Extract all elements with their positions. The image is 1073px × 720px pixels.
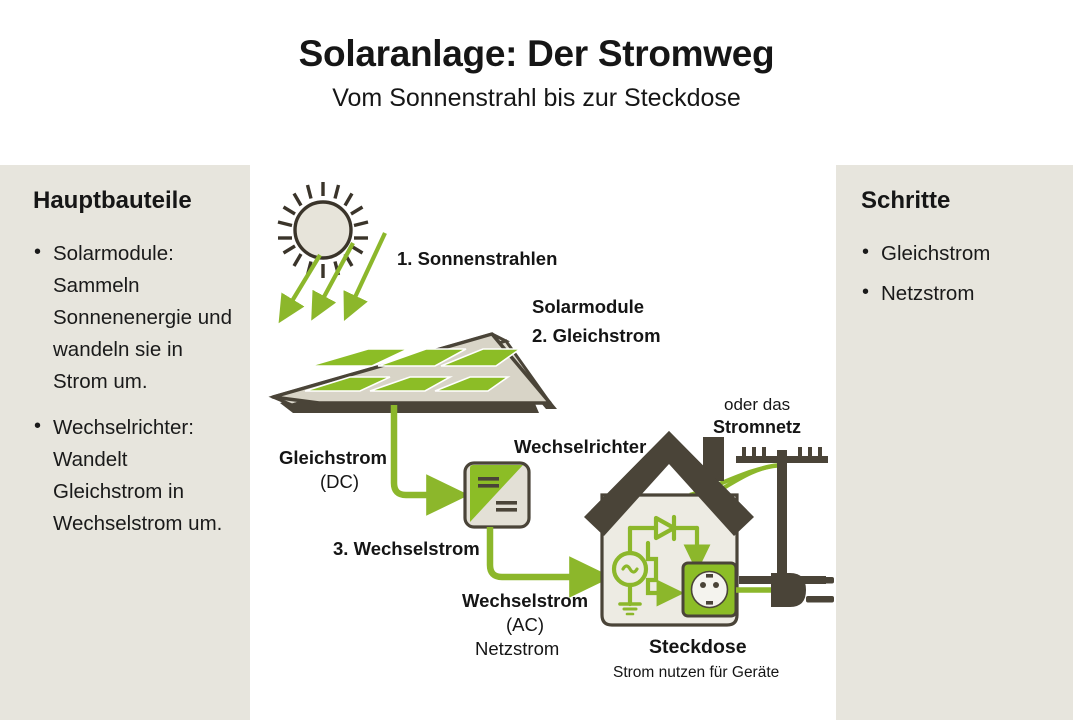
label-wechselstrom-ac: Wechselstrom bbox=[462, 590, 588, 611]
list-item: Wechselrichter: Wandelt Gleichstrom in W… bbox=[33, 411, 232, 541]
label-steckdose-sub: Strom nutzen für Geräte bbox=[613, 664, 779, 681]
label-wechselstrom-ac-abbrev: (AC) bbox=[506, 614, 544, 635]
solar-panel-icon bbox=[268, 332, 557, 413]
label-netzstrom: Netzstrom bbox=[475, 638, 559, 659]
dc-cable-path bbox=[390, 405, 470, 516]
label-gleichstrom-dc: Gleichstrom bbox=[279, 447, 387, 468]
sunray-arrows bbox=[278, 232, 387, 324]
diagram-canvas: 1. Sonnenstrahlen Solarmodule 2. Gleichs… bbox=[250, 165, 836, 720]
label-steckdose: Steckdose bbox=[649, 636, 747, 658]
plug-icon bbox=[736, 573, 834, 607]
ac-cable-path bbox=[486, 527, 613, 598]
page-title: Solaranlage: Der Stromweg bbox=[298, 33, 775, 74]
label-step1-sonnenstrahlen: 1. Sonnenstrahlen bbox=[397, 248, 557, 269]
label-step3-wechselstrom: 3. Wechselstrom bbox=[333, 538, 480, 559]
left-sidebar-hauptbauteile: Hauptbauteile Solarmodule: Sammeln Sonne… bbox=[0, 165, 250, 720]
label-wechselrichter: Wechselrichter bbox=[514, 436, 646, 457]
label-solarmodule: Solarmodule bbox=[532, 296, 644, 317]
page-subtitle: Vom Sonnenstrahl bis zur Steckdose bbox=[332, 83, 741, 112]
left-sidebar-heading: Hauptbauteile bbox=[33, 187, 192, 214]
label-grid-line2: Stromnetz bbox=[713, 417, 801, 437]
list-item: Netzstrom bbox=[861, 277, 1055, 310]
inverter-icon bbox=[463, 461, 531, 529]
left-sidebar-list: Solarmodule: Sammeln Sonnenenergie und w… bbox=[33, 237, 232, 541]
label-grid-line1: oder das bbox=[724, 395, 790, 414]
sun-icon bbox=[277, 182, 369, 278]
house-icon bbox=[584, 431, 754, 627]
list-item: Solarmodule: Sammeln Sonnenenergie und w… bbox=[33, 237, 232, 399]
right-sidebar-schritte: Schritte Gleichstrom Netzstrom bbox=[836, 165, 1073, 720]
label-step2-gleichstrom: 2. Gleichstrom bbox=[532, 325, 661, 346]
right-sidebar-heading: Schritte bbox=[861, 187, 951, 214]
right-sidebar-list: Gleichstrom Netzstrom bbox=[861, 237, 1055, 310]
socket-icon bbox=[681, 561, 738, 618]
house-circuit bbox=[611, 514, 711, 616]
label-gleichstrom-dc-abbrev: (DC) bbox=[320, 471, 359, 492]
header: Solaranlage: Der Stromweg Vom Sonnenstra… bbox=[0, 0, 1073, 165]
list-item: Gleichstrom bbox=[861, 237, 1055, 270]
